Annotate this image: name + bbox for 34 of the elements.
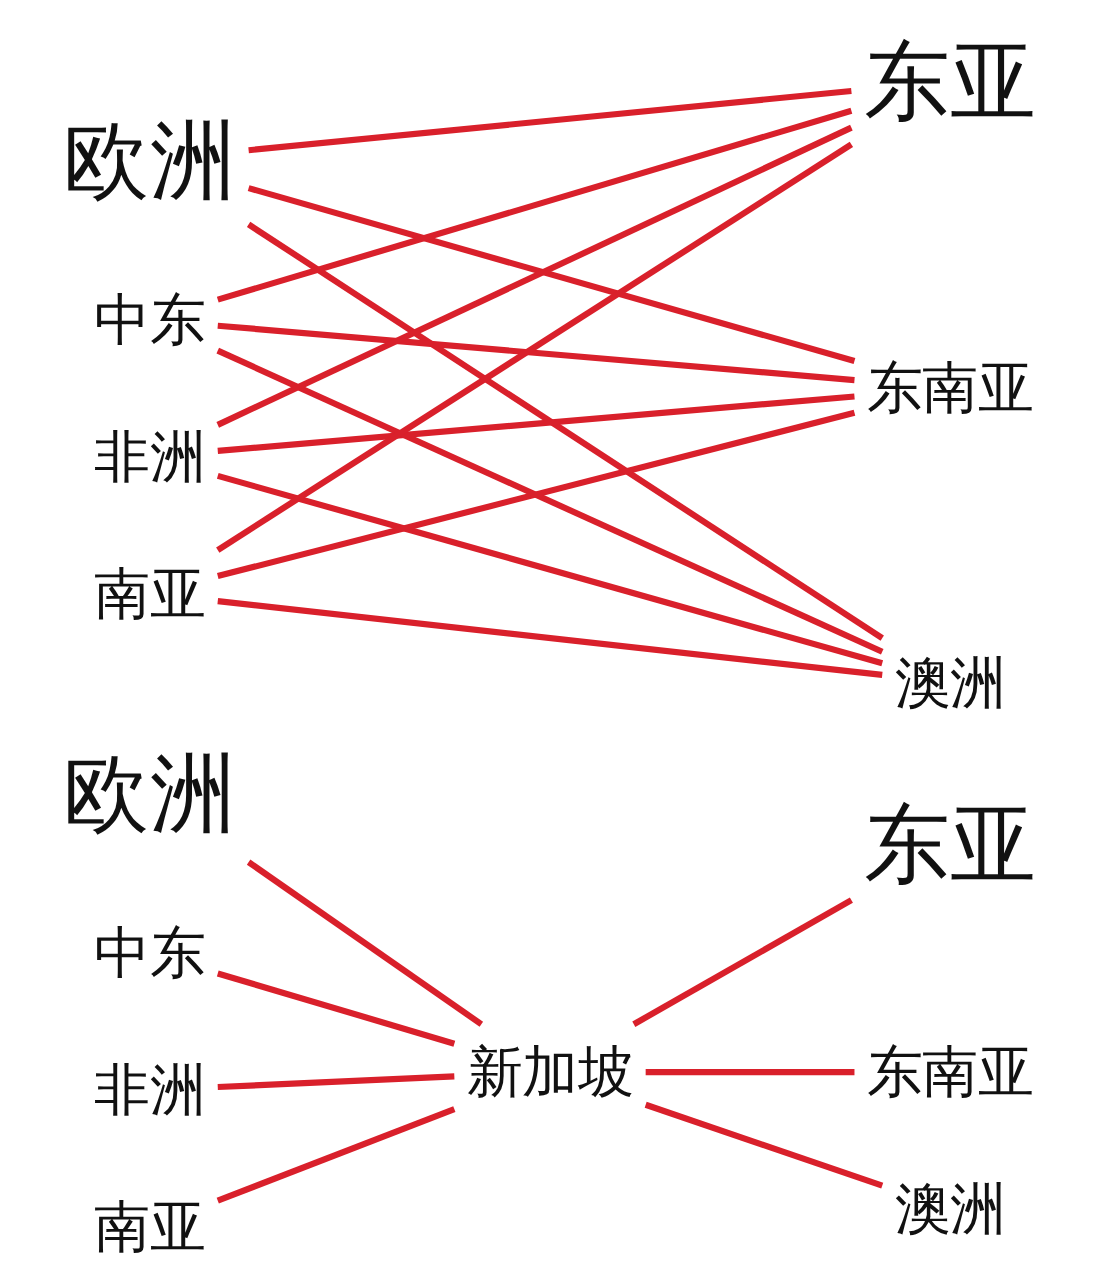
connector xyxy=(247,185,856,364)
node-text: 非洲 xyxy=(94,1057,206,1123)
node-text: 欧洲 xyxy=(63,109,237,211)
node-text: 东南亚 xyxy=(866,355,1034,421)
connector xyxy=(632,897,853,1027)
connector xyxy=(217,322,855,384)
node-text: 澳洲 xyxy=(894,1176,1006,1242)
node-text: 南亚 xyxy=(94,1194,206,1260)
node-text: 中东 xyxy=(94,287,206,353)
connector xyxy=(217,1073,455,1091)
connector xyxy=(217,409,856,580)
node-text: 东亚 xyxy=(863,793,1037,895)
node-text: 澳洲 xyxy=(894,650,1006,715)
connector xyxy=(246,221,884,641)
connector xyxy=(248,87,852,154)
connector xyxy=(216,1106,456,1204)
connector xyxy=(216,347,884,655)
connector xyxy=(645,1069,855,1076)
node-text: 南亚 xyxy=(94,561,206,626)
connector xyxy=(216,124,853,428)
node-text: 东南亚 xyxy=(866,1039,1034,1105)
connector xyxy=(246,859,484,1027)
connector xyxy=(216,472,884,667)
node-text: 非洲 xyxy=(94,424,206,490)
node-text: 新加坡 xyxy=(466,1039,634,1105)
connector xyxy=(216,970,456,1047)
connector xyxy=(644,1101,884,1189)
node-text: 欧洲 xyxy=(63,742,237,844)
connector xyxy=(217,393,855,454)
connector xyxy=(216,141,854,553)
node-text: 中东 xyxy=(94,920,206,986)
connector xyxy=(217,598,883,678)
node-text: 东亚 xyxy=(863,30,1037,132)
connector xyxy=(216,107,853,303)
